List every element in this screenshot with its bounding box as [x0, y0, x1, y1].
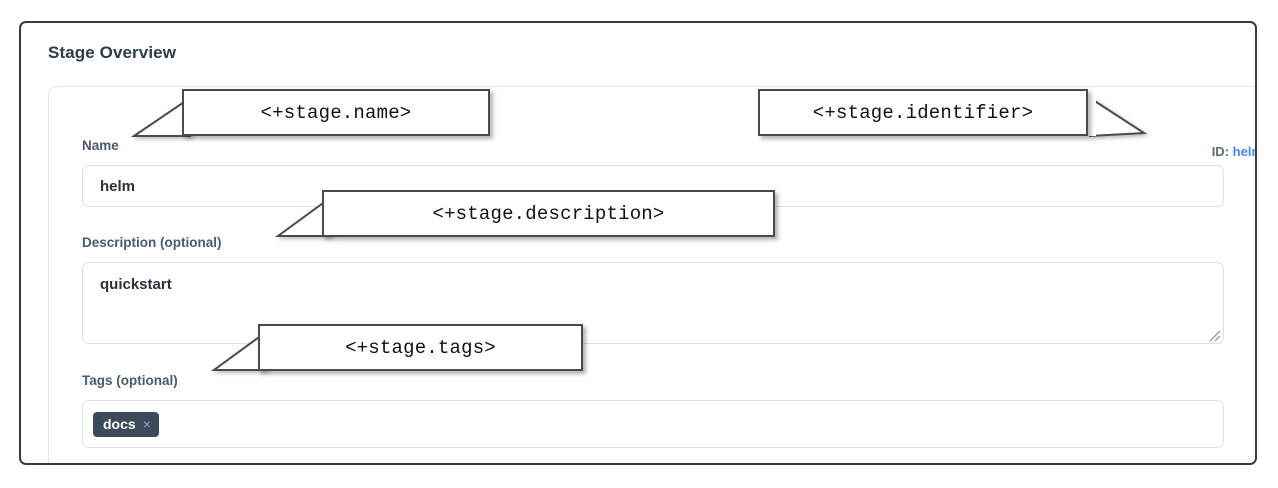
stage-id-label: ID: [1211, 144, 1230, 159]
callout-text: <+stage.description> [432, 202, 665, 225]
callout-stage-name: <+stage.name> [182, 89, 490, 136]
description-label: Description (optional) [82, 235, 222, 250]
callout-text: <+stage.name> [260, 101, 412, 124]
screenshot-frame: Stage Overview ID: helm Name Description… [19, 21, 1257, 465]
stage-id-value[interactable]: helm [1232, 144, 1255, 159]
tags-label: Tags (optional) [82, 373, 178, 388]
callout-identifier-tail [1078, 96, 1148, 138]
stage-identifier-line: ID: helm [1211, 144, 1255, 159]
name-label: Name [82, 138, 119, 153]
callout-text: <+stage.tags> [345, 336, 496, 359]
field-description: Description (optional) [82, 235, 1224, 344]
tags-input[interactable]: docs × [82, 400, 1224, 448]
resize-grip-icon[interactable] [1207, 328, 1221, 342]
tag-chip-label: docs [103, 416, 136, 432]
callout-stage-description: <+stage.description> [322, 190, 775, 237]
tag-remove-icon[interactable]: × [142, 416, 151, 432]
callout-stage-identifier: <+stage.identifier> [758, 89, 1088, 136]
callout-text: <+stage.identifier> [812, 101, 1034, 124]
tag-chip[interactable]: docs × [93, 411, 159, 437]
page-title: Stage Overview [48, 43, 177, 62]
callout-stage-tags: <+stage.tags> [258, 324, 583, 371]
field-tags: Tags (optional) docs × [82, 373, 1224, 448]
